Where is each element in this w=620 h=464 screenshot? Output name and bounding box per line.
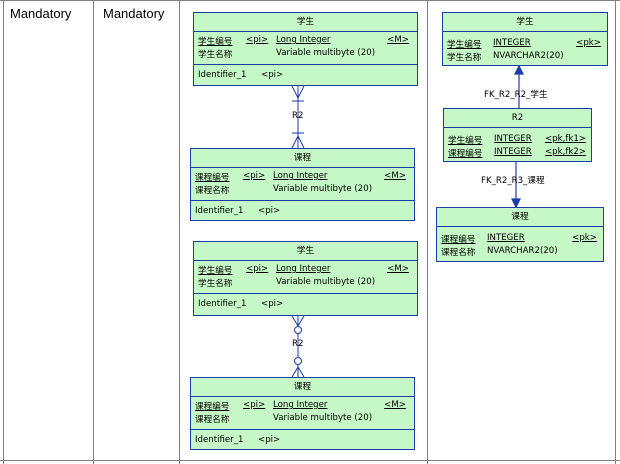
column-type: NVARCHAR2(20) bbox=[487, 246, 558, 256]
attr-name: 学生编号 bbox=[198, 266, 233, 276]
attr-name: 课程名称 bbox=[195, 415, 230, 425]
identifier-key: <pi> bbox=[261, 299, 284, 309]
column-key: <pk,fk2> bbox=[544, 147, 586, 157]
entity-student-2[interactable]: 学生 学生编号 <pi> Long Integer <M> 学生名称 Varia… bbox=[193, 241, 418, 316]
entity-attributes: 学生编号 <pi> Long Integer <M> 学生名称 Variable… bbox=[194, 32, 417, 65]
entity-identifier: Identifier_1 <pi> bbox=[194, 294, 417, 317]
attr-type: Long Integer bbox=[273, 171, 328, 181]
entity-attributes: 课程编号 <pi> Long Integer <M> 课程名称 Variable… bbox=[191, 397, 414, 430]
column-type: INTEGER bbox=[487, 233, 525, 243]
cell-label-1: Mandatory bbox=[10, 6, 72, 21]
relationship-r2-optional bbox=[291, 315, 305, 378]
attr-name: 课程编号 bbox=[195, 173, 230, 183]
column-name: 学生名称 bbox=[447, 53, 482, 63]
table-columns: 学生编号 INTEGER <pk> 学生名称 NVARCHAR2(20) bbox=[443, 32, 607, 67]
attr-key: <pi> bbox=[243, 400, 266, 410]
column-name: 学生编号 bbox=[447, 40, 482, 50]
table-border-bottom bbox=[0, 460, 620, 461]
column-type: INTEGER bbox=[493, 38, 531, 48]
entity-course-2[interactable]: 课程 课程编号 <pi> Long Integer <M> 课程名称 Varia… bbox=[190, 377, 415, 450]
relationship-label-top: R2 bbox=[292, 111, 304, 121]
table-course[interactable]: 课程 课程编号 INTEGER <pk> 课程名称 NVARCHAR2(20) bbox=[436, 207, 604, 262]
table-border-right bbox=[615, 0, 616, 464]
table-border-left bbox=[3, 0, 4, 464]
cell-label-2: Mandatory bbox=[103, 6, 165, 21]
fk-arrow-student bbox=[514, 64, 524, 108]
fk-arrow-course bbox=[511, 162, 521, 209]
attr-name: 学生名称 bbox=[198, 50, 233, 60]
entity-identifier: Identifier_1 <pi> bbox=[194, 65, 417, 87]
entity-title: 学生 bbox=[194, 242, 417, 261]
entity-attributes: 课程编号 <pi> Long Integer <M> 课程名称 Variable… bbox=[191, 168, 414, 201]
entity-course-1[interactable]: 课程 课程编号 <pi> Long Integer <M> 课程名称 Varia… bbox=[190, 148, 415, 221]
identifier-name: Identifier_1 bbox=[195, 435, 244, 445]
identifier-key: <pi> bbox=[261, 70, 284, 80]
attr-type: Variable multibyte (20) bbox=[273, 413, 373, 423]
table-divider-1 bbox=[93, 0, 94, 464]
attr-type: Long Integer bbox=[276, 264, 331, 274]
entity-identifier: Identifier_1 <pi> bbox=[191, 430, 414, 451]
column-name: 课程编号 bbox=[448, 149, 483, 159]
column-type: INTEGER bbox=[494, 134, 532, 144]
table-columns: 学生编号 INTEGER <pk,fk1> 课程编号 INTEGER <pk,f… bbox=[444, 128, 591, 163]
attr-type: Variable multibyte (20) bbox=[273, 184, 373, 194]
identifier-key: <pi> bbox=[258, 435, 281, 445]
identifier-name: Identifier_1 bbox=[198, 70, 247, 80]
entity-identifier: Identifier_1 <pi> bbox=[191, 201, 414, 222]
attr-name: 课程编号 bbox=[195, 402, 230, 412]
column-name: 课程编号 bbox=[441, 235, 476, 245]
entity-title: 课程 bbox=[191, 378, 414, 397]
entity-attributes: 学生编号 <pi> Long Integer <M> 学生名称 Variable… bbox=[194, 261, 417, 294]
entity-title: 课程 bbox=[191, 149, 414, 168]
column-type: NVARCHAR2(20) bbox=[493, 51, 564, 61]
table-columns: 课程编号 INTEGER <pk> 课程名称 NVARCHAR2(20) bbox=[437, 227, 603, 263]
attr-type: Variable multibyte (20) bbox=[276, 48, 376, 58]
attr-key: <pi> bbox=[246, 264, 269, 274]
entity-student-1[interactable]: 学生 学生编号 <pi> Long Integer <M> 学生名称 Varia… bbox=[193, 12, 418, 86]
relationship-r2-mandatory bbox=[291, 85, 305, 149]
identifier-name: Identifier_1 bbox=[198, 299, 247, 309]
table-divider-3 bbox=[427, 0, 428, 464]
column-type: INTEGER bbox=[494, 147, 532, 157]
attr-name: 课程名称 bbox=[195, 186, 230, 196]
attr-flag: <M> bbox=[387, 35, 409, 45]
table-title: 学生 bbox=[443, 13, 607, 32]
fk-label-course: FK_R2_R3_课程 bbox=[481, 176, 545, 186]
relationship-label-bottom: R2 bbox=[292, 339, 304, 349]
attr-name: 学生名称 bbox=[198, 279, 233, 289]
column-name: 课程名称 bbox=[441, 248, 476, 258]
identifier-key: <pi> bbox=[258, 206, 281, 216]
fk-label-student: FK_R2_R2_学生 bbox=[484, 90, 548, 100]
column-key: <pk,fk1> bbox=[544, 134, 586, 144]
column-name: 学生编号 bbox=[448, 136, 483, 146]
table-title: 课程 bbox=[437, 208, 603, 227]
identifier-name: Identifier_1 bbox=[195, 206, 244, 216]
attr-type: Variable multibyte (20) bbox=[276, 277, 376, 287]
attr-type: Long Integer bbox=[273, 400, 328, 410]
attr-name: 学生编号 bbox=[198, 37, 233, 47]
column-key: <pk> bbox=[572, 233, 597, 243]
table-title: R2 bbox=[444, 109, 591, 128]
attr-key: <pi> bbox=[243, 171, 266, 181]
attr-flag: <M> bbox=[387, 264, 409, 274]
entity-title: 学生 bbox=[194, 13, 417, 32]
table-r2[interactable]: R2 学生编号 INTEGER <pk,fk1> 课程编号 INTEGER <p… bbox=[443, 108, 592, 162]
column-key: <pk> bbox=[576, 38, 601, 48]
table-student[interactable]: 学生 学生编号 INTEGER <pk> 学生名称 NVARCHAR2(20) bbox=[442, 12, 608, 66]
attr-flag: <M> bbox=[384, 400, 406, 410]
table-divider-2 bbox=[179, 0, 180, 464]
attr-flag: <M> bbox=[384, 171, 406, 181]
table-border-top bbox=[0, 0, 620, 1]
attr-type: Long Integer bbox=[276, 35, 331, 45]
attr-key: <pi> bbox=[246, 35, 269, 45]
